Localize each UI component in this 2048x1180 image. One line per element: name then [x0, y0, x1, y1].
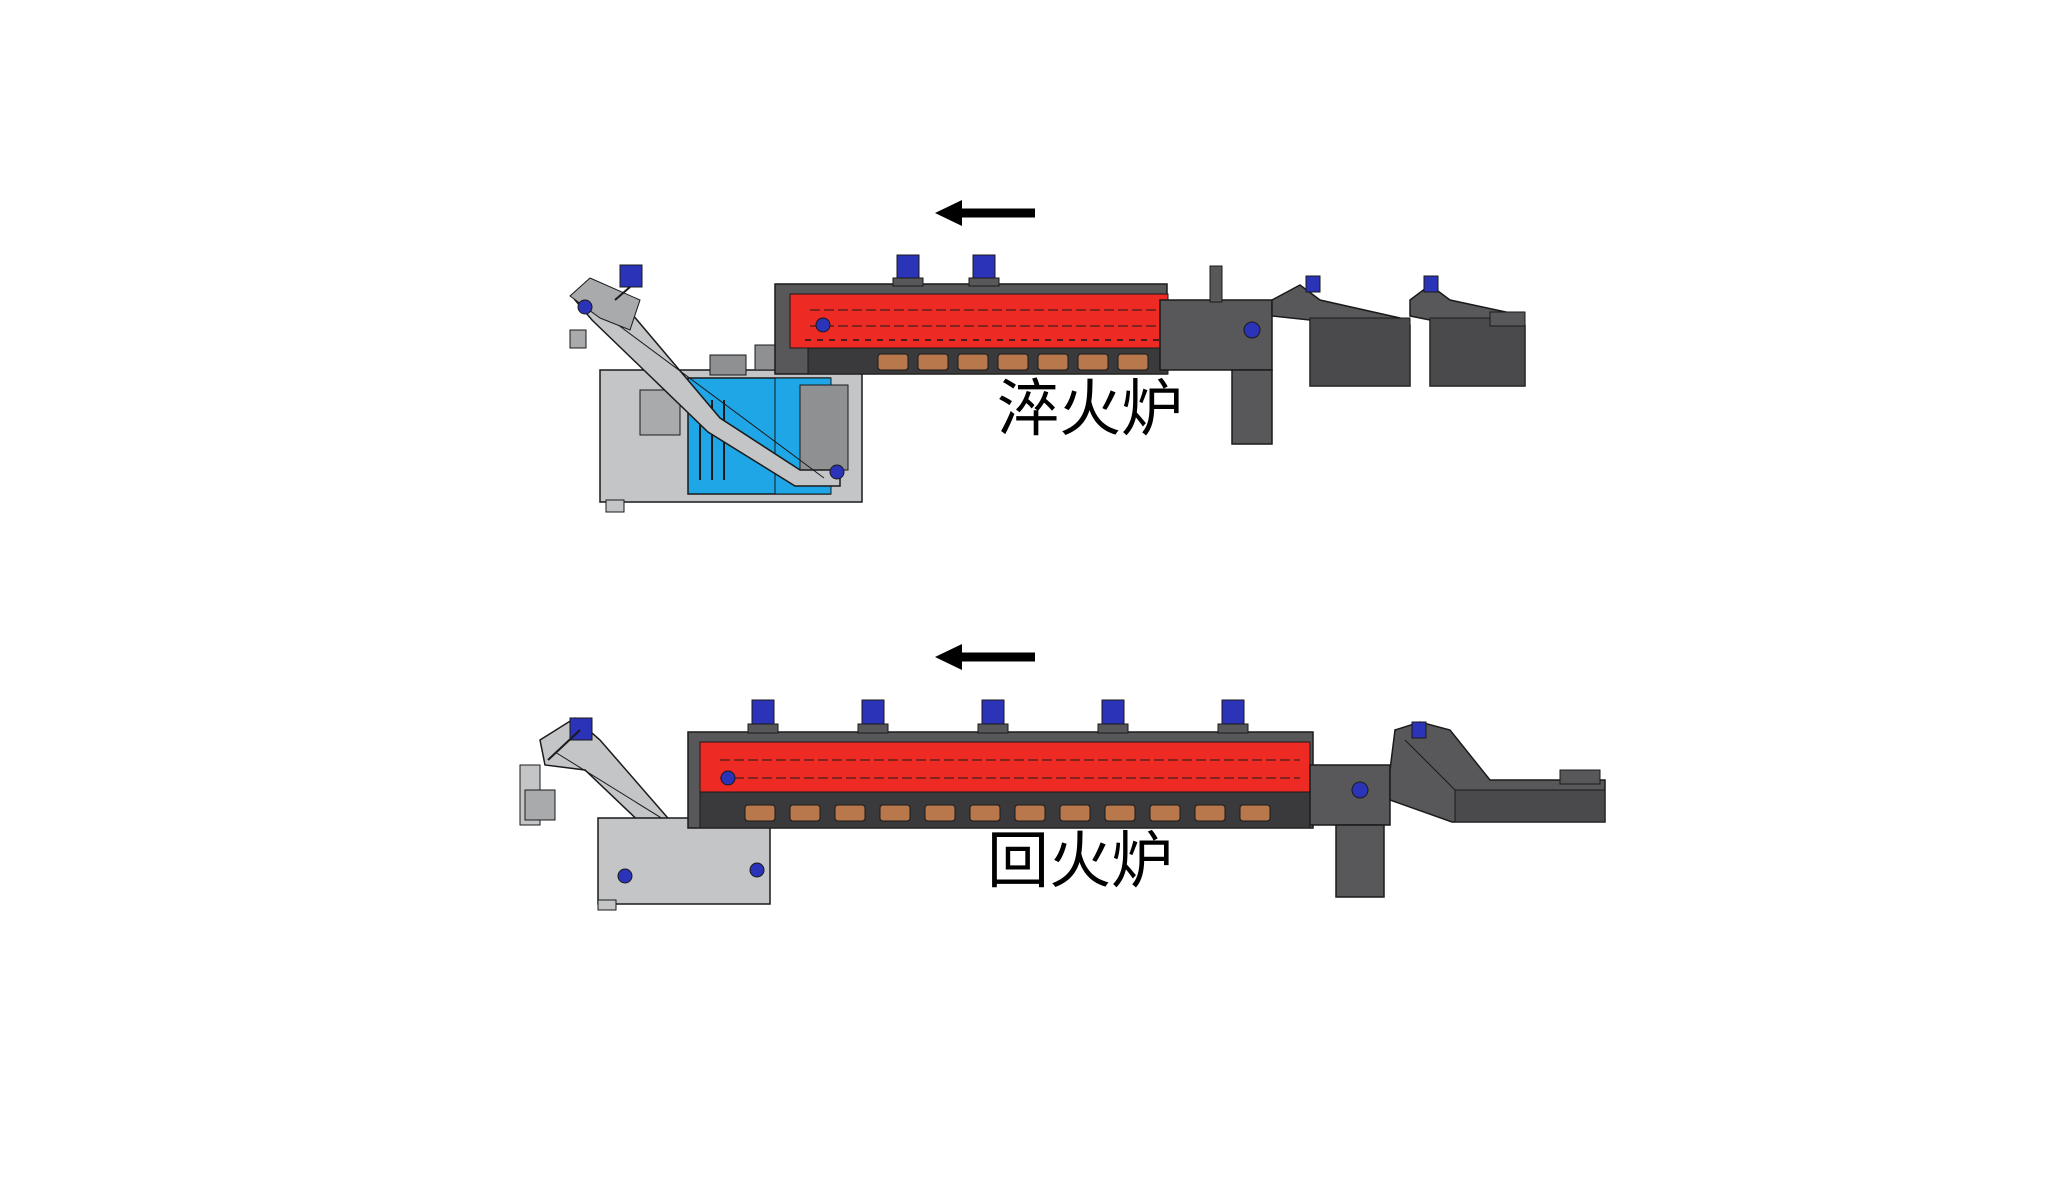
- motor-icon: [968, 254, 1000, 287]
- motor-icon: [1423, 275, 1439, 293]
- motor-icon: [1097, 699, 1129, 734]
- temper-furnace-label: 回火炉: [987, 824, 1173, 897]
- motor-icon: [747, 699, 779, 734]
- motor-icon: [1243, 321, 1261, 339]
- temper-exit-sections: [1309, 721, 1606, 898]
- floor-rollers: [744, 804, 1271, 822]
- motor-icon: [619, 264, 643, 288]
- motor-icon: [857, 699, 889, 734]
- temper-furnace-line: 回火炉: [519, 644, 1606, 911]
- left-arrow-icon: [935, 200, 1035, 226]
- quench-furnace-line: 淬火炉: [569, 200, 1526, 513]
- motor-icon: [977, 699, 1009, 734]
- motor-icon: [577, 299, 593, 315]
- motor-icon: [892, 254, 924, 287]
- temper-furnace-body: [687, 699, 1314, 829]
- motor-icon: [1217, 699, 1249, 734]
- motor-icon: [1351, 781, 1369, 799]
- quench-exit-sections: [1159, 265, 1526, 445]
- quench-furnace-body: [774, 254, 1169, 375]
- floor-rollers: [877, 353, 1149, 371]
- temper-elevator-conveyor: [519, 717, 771, 911]
- quench-elevator-conveyor: [569, 264, 845, 487]
- motor-icon: [617, 868, 633, 884]
- left-arrow-icon: [935, 644, 1035, 670]
- motor-icon: [1411, 721, 1427, 739]
- motor-icon: [1305, 275, 1321, 293]
- quench-furnace-label: 淬火炉: [997, 372, 1183, 445]
